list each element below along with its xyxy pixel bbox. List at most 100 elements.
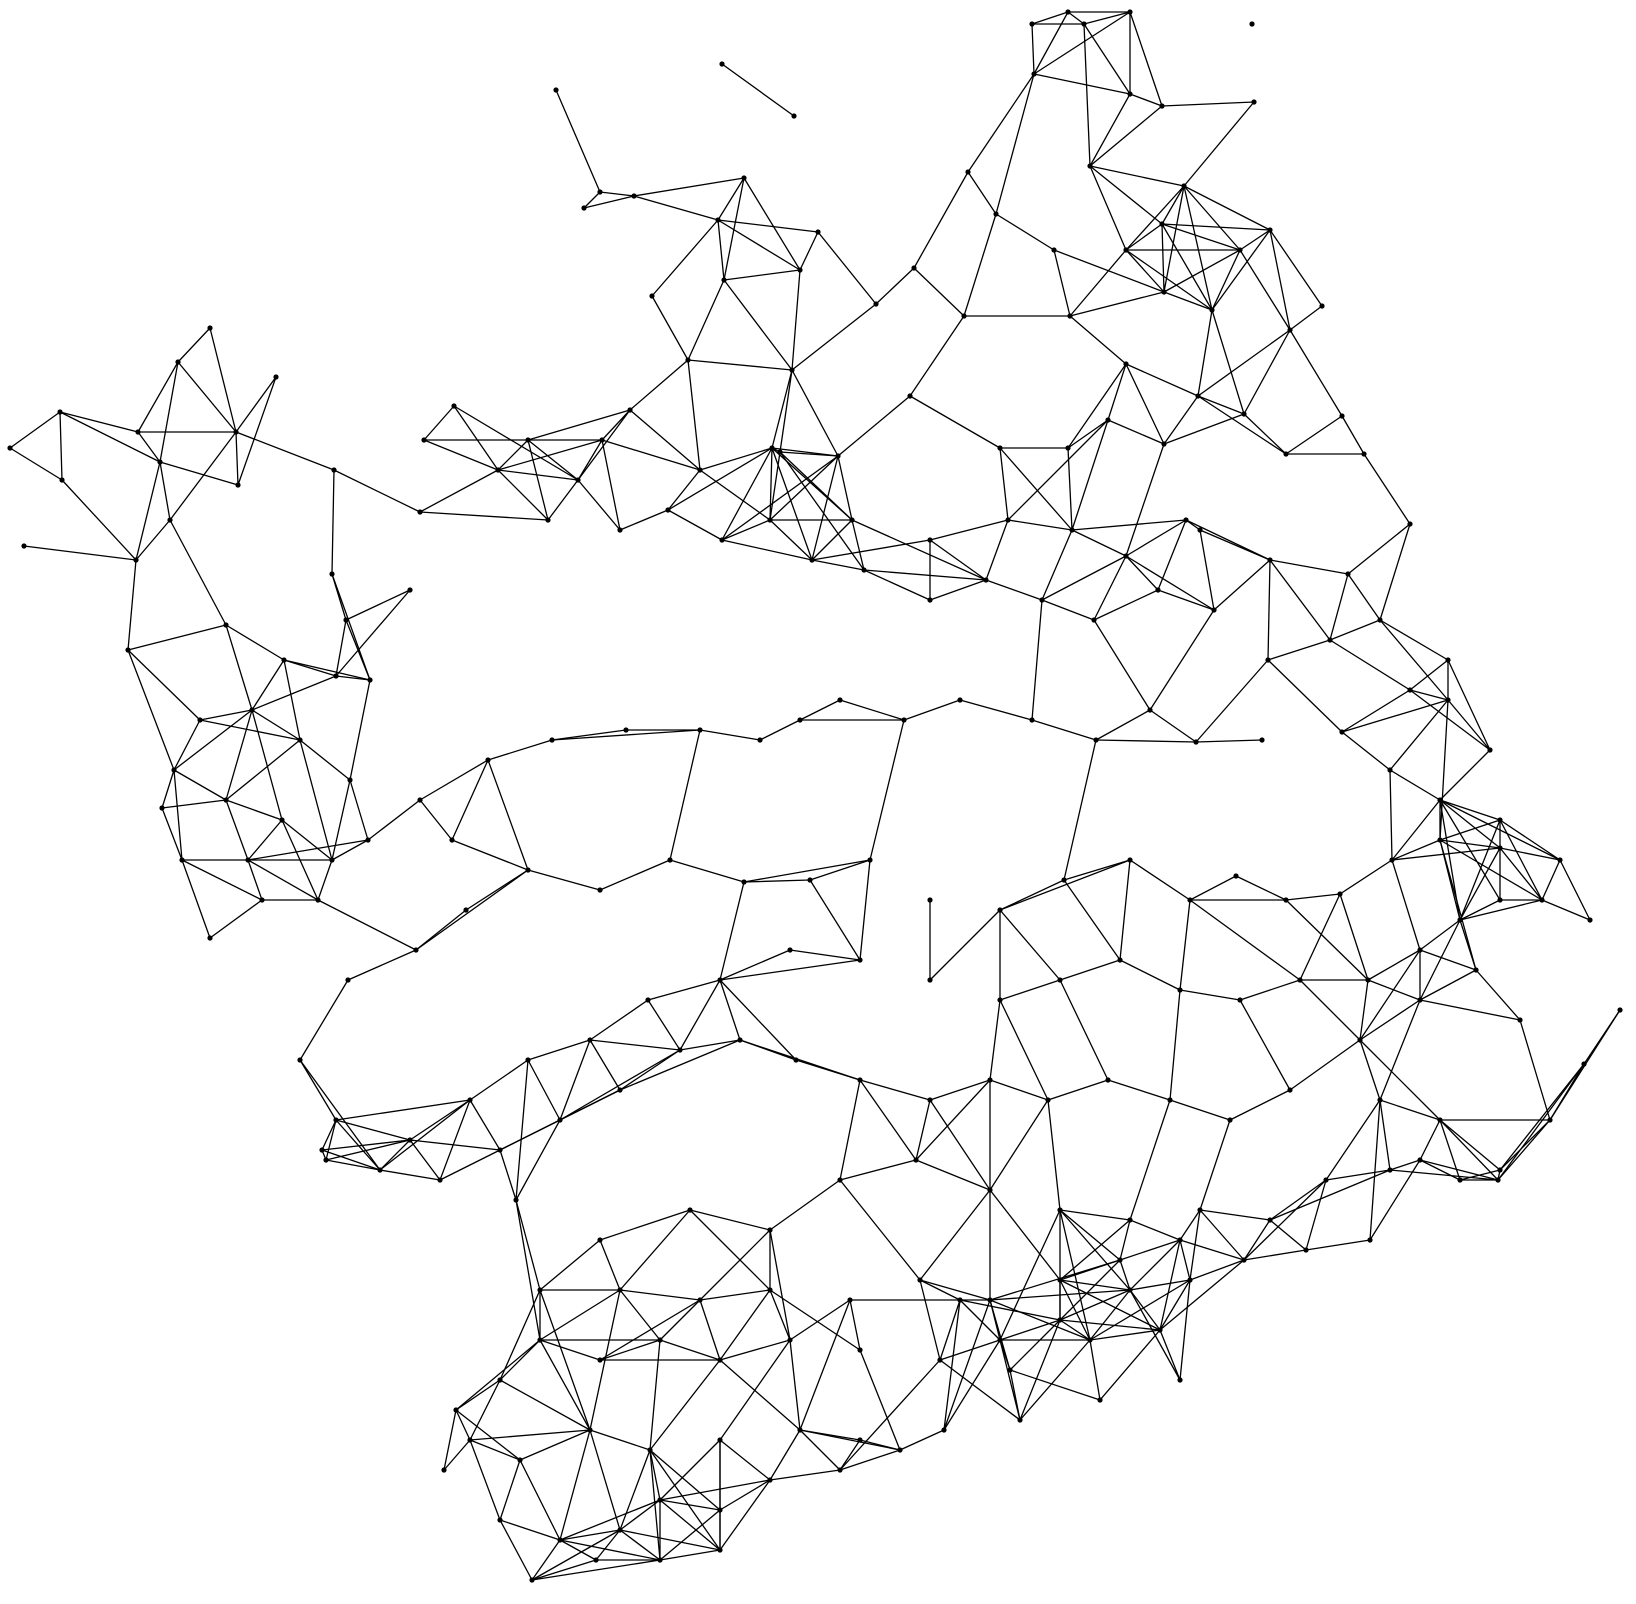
graph-node bbox=[1105, 417, 1111, 423]
graph-node bbox=[599, 437, 605, 443]
graph-node bbox=[1445, 697, 1451, 703]
graph-edge bbox=[929, 579, 987, 601]
graph-edge bbox=[469, 1059, 529, 1101]
graph-node bbox=[837, 697, 843, 703]
graph-edge bbox=[629, 409, 701, 471]
graph-node bbox=[1193, 739, 1199, 745]
graph-edge bbox=[779, 369, 793, 453]
graph-edge bbox=[419, 799, 453, 841]
graph-edge bbox=[919, 1279, 961, 1301]
graph-edge bbox=[999, 1209, 1061, 1341]
graph-edge bbox=[739, 1039, 797, 1061]
graph-node bbox=[717, 1547, 723, 1553]
graph-edge bbox=[225, 709, 253, 801]
graph-node bbox=[1297, 977, 1303, 983]
graph-node bbox=[517, 1457, 523, 1463]
graph-edge bbox=[1243, 329, 1291, 415]
graph-node bbox=[1195, 393, 1201, 399]
graph-node bbox=[467, 1437, 473, 1443]
graph-node bbox=[1417, 1157, 1423, 1163]
graph-edge bbox=[1439, 819, 1501, 841]
graph-edge bbox=[1125, 363, 1199, 397]
graph-node bbox=[377, 1167, 383, 1173]
graph-node bbox=[581, 205, 587, 211]
graph-edge bbox=[1179, 899, 1191, 991]
graph-node bbox=[1181, 183, 1187, 189]
graph-edge bbox=[1047, 1099, 1061, 1211]
graph-node bbox=[849, 517, 855, 523]
graph-edge bbox=[719, 1289, 771, 1361]
graph-edge bbox=[499, 1379, 591, 1431]
graph-edge bbox=[779, 451, 865, 571]
graph-edge bbox=[499, 1119, 561, 1151]
graph-edge bbox=[919, 1279, 991, 1301]
graph-node bbox=[767, 1227, 773, 1233]
graph-edge bbox=[717, 219, 819, 233]
graph-node bbox=[627, 407, 633, 413]
graph-edge bbox=[199, 719, 301, 741]
graph-edge bbox=[899, 1429, 945, 1451]
graph-edge bbox=[859, 859, 871, 961]
graph-edge bbox=[1439, 749, 1491, 801]
graph-node bbox=[235, 482, 241, 488]
graph-edge bbox=[453, 405, 499, 471]
graph-edge bbox=[1125, 519, 1187, 557]
graph-edge bbox=[1163, 185, 1185, 293]
graph-edge bbox=[247, 839, 369, 861]
graph-edge bbox=[247, 819, 283, 861]
graph-edge bbox=[1047, 1079, 1109, 1101]
graph-edge bbox=[225, 739, 301, 801]
graph-edge bbox=[719, 1479, 771, 1551]
graph-edge bbox=[161, 769, 175, 809]
graph-edge bbox=[1033, 73, 1131, 95]
graph-edge bbox=[531, 1529, 621, 1581]
graph-edge bbox=[127, 649, 175, 771]
graph-edge bbox=[423, 405, 455, 441]
graph-edge bbox=[1379, 619, 1449, 701]
graph-edge bbox=[1239, 229, 1271, 251]
graph-edge bbox=[1107, 1079, 1171, 1101]
graph-edge bbox=[419, 511, 549, 521]
graph-edge bbox=[589, 1429, 621, 1531]
graph-node bbox=[717, 977, 723, 983]
graph-node bbox=[1031, 71, 1037, 77]
graph-node bbox=[717, 1507, 723, 1513]
graph-edge bbox=[281, 819, 333, 861]
graph-node bbox=[897, 1447, 903, 1453]
graph-node bbox=[847, 1297, 853, 1303]
graph-edge bbox=[719, 959, 861, 981]
graph-node bbox=[837, 1177, 843, 1183]
graph-edge bbox=[559, 1499, 661, 1541]
graph-edge bbox=[331, 779, 351, 861]
graph-node bbox=[1161, 289, 1167, 295]
graph-node bbox=[57, 409, 63, 415]
graph-edge bbox=[811, 455, 839, 561]
graph-edge bbox=[719, 1359, 801, 1431]
graph-edge bbox=[863, 569, 931, 601]
graph-node bbox=[1087, 1337, 1093, 1343]
graph-edge bbox=[1125, 249, 1165, 293]
graph-edge bbox=[619, 1289, 701, 1301]
graph-edge bbox=[651, 219, 719, 297]
graph-node bbox=[597, 887, 603, 893]
graph-edge bbox=[1125, 185, 1185, 251]
graph-node bbox=[453, 1407, 459, 1413]
graph-edge bbox=[1179, 989, 1241, 1001]
graph-edge bbox=[559, 1529, 621, 1541]
graph-node bbox=[333, 673, 339, 679]
graph-edge bbox=[559, 1429, 591, 1541]
graph-edge bbox=[619, 1289, 661, 1341]
graph-edge bbox=[1379, 523, 1411, 621]
graph-edge bbox=[335, 1119, 381, 1171]
graph-node bbox=[1123, 361, 1129, 367]
graph-edge bbox=[1089, 1289, 1131, 1341]
graph-edge bbox=[919, 1279, 941, 1361]
graph-node bbox=[1303, 1247, 1309, 1253]
graph-edge bbox=[577, 479, 621, 531]
graph-edge bbox=[999, 879, 1065, 911]
graph-edge bbox=[699, 1229, 771, 1301]
graph-edge bbox=[699, 469, 771, 521]
graph-node bbox=[917, 1277, 923, 1283]
graph-edge bbox=[61, 479, 137, 561]
graph-edge bbox=[647, 979, 721, 1001]
